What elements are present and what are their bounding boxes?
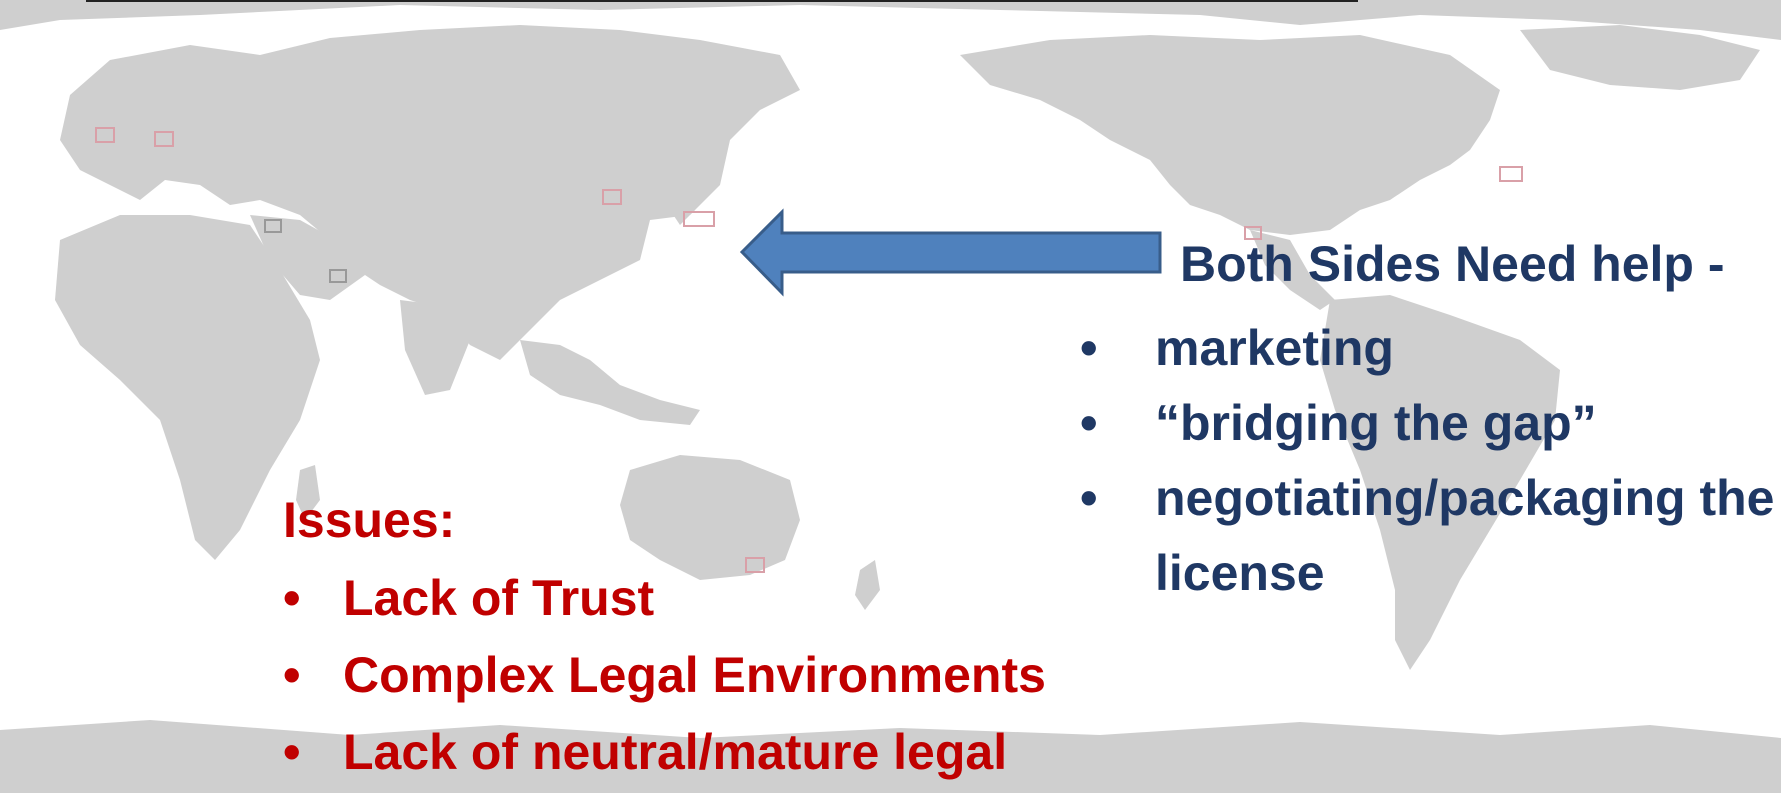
location-marker-icon	[683, 211, 715, 227]
right-panel-heading: Both Sides Need help -	[1180, 236, 1725, 292]
list-item: • Lack of neutral/mature legal	[283, 714, 1046, 791]
india-landmass	[400, 300, 470, 395]
top-divider	[86, 0, 1358, 2]
list-item: • “bridging the gap”	[1080, 386, 1781, 461]
right-panel-list: • marketing • “bridging the gap” • negot…	[1080, 311, 1781, 611]
bullet-icon: •	[1080, 320, 1098, 376]
bullet-icon: •	[283, 647, 301, 703]
central-america-landmass	[1250, 230, 1335, 310]
location-marker-icon	[95, 127, 115, 143]
bullet-icon: •	[283, 570, 301, 626]
list-item-text: negotiating/packaging the license	[1155, 470, 1775, 601]
bullet-icon: •	[1080, 395, 1098, 451]
left-panel-heading: Issues:	[283, 492, 456, 548]
greenland-landmass	[1520, 25, 1760, 90]
location-marker-icon	[745, 557, 765, 573]
bullet-icon: •	[1080, 470, 1098, 526]
location-marker-icon	[154, 131, 174, 147]
left-panel-list: • Lack of Trust • Complex Legal Environm…	[283, 560, 1046, 791]
antarctica-landmass	[0, 720, 1781, 793]
list-item-text: Lack of Trust	[343, 570, 655, 626]
location-marker-icon	[264, 219, 282, 233]
australia-landmass	[620, 455, 800, 580]
list-item: • Lack of Trust	[283, 560, 1046, 637]
arabia-landmass	[250, 215, 365, 300]
africa-landmass	[55, 215, 320, 560]
location-marker-icon	[602, 189, 622, 205]
se-asia-landmass	[520, 340, 700, 425]
north-america-landmass	[960, 35, 1500, 235]
south-america-landmass	[1320, 295, 1560, 670]
list-item-text: Complex Legal Environments	[343, 647, 1046, 703]
bullet-icon: •	[283, 724, 301, 780]
location-marker-icon	[1499, 166, 1523, 182]
new-zealand-landmass	[855, 560, 880, 610]
japan-landmass	[670, 145, 705, 225]
eurasia-landmass	[60, 25, 800, 360]
list-item-text: marketing	[1155, 320, 1394, 376]
location-marker-icon	[329, 269, 347, 283]
left-arrow-icon	[739, 208, 1162, 297]
madagascar-landmass	[296, 465, 320, 520]
list-item: • negotiating/packaging the license	[1080, 461, 1781, 611]
list-item: • Complex Legal Environments	[283, 637, 1046, 714]
list-item-text: “bridging the gap”	[1155, 395, 1597, 451]
list-item-text: Lack of neutral/mature legal	[343, 724, 1008, 780]
list-item: • marketing	[1080, 311, 1781, 386]
location-marker-icon	[1244, 226, 1262, 240]
arctic-landmass	[0, 0, 1781, 40]
